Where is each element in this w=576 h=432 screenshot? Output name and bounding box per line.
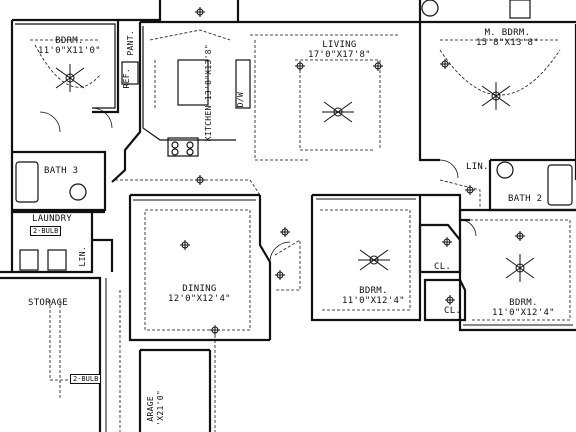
door-swings bbox=[39, 107, 477, 263]
ceiling-fans bbox=[55, 64, 535, 282]
room-label-linen-left: LIN. bbox=[78, 246, 87, 267]
range bbox=[167, 137, 199, 157]
room-name: KITCHEN bbox=[204, 105, 213, 142]
room-label-pantry: PANT. bbox=[126, 30, 135, 56]
fixtures bbox=[15, 0, 573, 271]
toilet-bath3 bbox=[69, 183, 87, 201]
room-label-laundry: LAUNDRY bbox=[32, 214, 73, 224]
ceiling-fan-icon bbox=[505, 254, 535, 282]
room-size: 11'0"X12'4" bbox=[492, 308, 555, 318]
room-label-bedroom-middle: BDRM.11'0"X12'4" bbox=[342, 286, 405, 306]
room-size: 11'0"X12'4" bbox=[342, 296, 405, 306]
room-label-bath3: BATH 3 bbox=[44, 166, 79, 176]
ceiling-fan-icon bbox=[358, 249, 390, 271]
room-name: M. BDRM. bbox=[484, 28, 531, 38]
tub-bath2 bbox=[547, 164, 573, 206]
room-label-master-bedroom: M. BDRM.15'8"X13'8" bbox=[476, 28, 539, 48]
room-label-bath2: BATH 2 bbox=[508, 194, 543, 204]
room-size: 11'0"X11'0" bbox=[38, 46, 101, 56]
room-size: 13'8"X13'8" bbox=[204, 44, 213, 101]
room-name: DINING bbox=[182, 284, 217, 294]
ceiling-fan-icon bbox=[322, 101, 354, 123]
room-name: BDRM. bbox=[359, 286, 388, 296]
ceiling-fan-icon bbox=[55, 64, 85, 92]
room-size-garage: 'X21'0" bbox=[156, 390, 165, 426]
room-name: BDRM. bbox=[509, 298, 538, 308]
wiring bbox=[30, 29, 571, 432]
tub-bath3 bbox=[15, 161, 39, 203]
room-label-kitchen: KITCHEN 13'8"X13'8" bbox=[204, 44, 214, 141]
room-label-closet-1: CL. bbox=[434, 262, 452, 272]
refrigerator bbox=[235, 59, 251, 109]
storage-bulb-tag: 2-BULB bbox=[70, 374, 102, 384]
room-name: BDRM. bbox=[55, 36, 84, 46]
laundry-bulb-tag: 2-BULB bbox=[30, 226, 62, 236]
room-name: ARAGE bbox=[146, 396, 155, 422]
light-fixtures bbox=[180, 7, 525, 335]
ceiling-fan-icon bbox=[481, 82, 511, 110]
refrigerator-label: REF. bbox=[122, 68, 131, 89]
dishwasher-label: D/W bbox=[236, 92, 245, 108]
washer bbox=[47, 249, 67, 271]
room-label-bedroom-southeast: BDRM.11'0"X12'4" bbox=[492, 298, 555, 318]
room-size: 17'0"X17'8" bbox=[308, 50, 371, 60]
toilet-bath2 bbox=[496, 161, 514, 179]
kitchen-island bbox=[177, 59, 209, 106]
room-label-closet-2: CL. bbox=[444, 306, 462, 316]
room-label-bdrm: BDRM.11'0"X11'0" bbox=[38, 36, 101, 56]
dryer bbox=[19, 249, 39, 271]
room-label-garage: ARAGE bbox=[146, 396, 156, 422]
toilet-master bbox=[509, 0, 531, 19]
room-name: LIVING bbox=[322, 40, 357, 50]
room-size: 12'0"X12'4" bbox=[168, 294, 231, 304]
room-size: 15'8"X13'8" bbox=[476, 38, 539, 48]
room-label-storage: STORAGE bbox=[28, 298, 69, 308]
room-label-linen-right: LIN. bbox=[466, 162, 489, 172]
